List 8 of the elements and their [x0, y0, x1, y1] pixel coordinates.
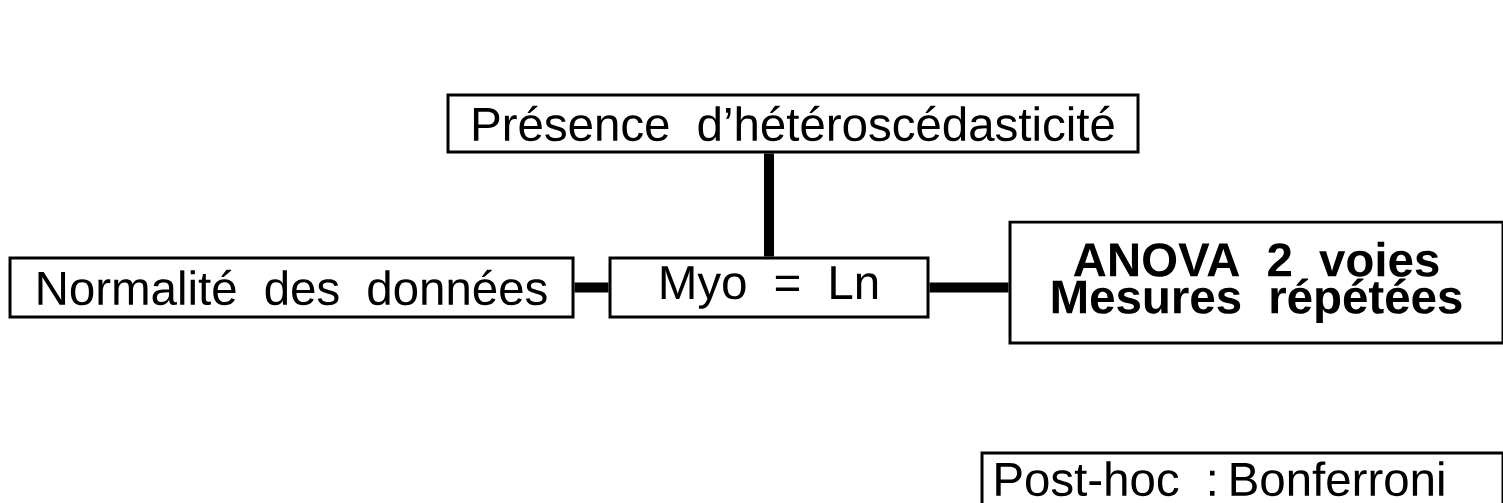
connector-line [764, 153, 774, 257]
process-box: Post-hoc : Bonferroni [980, 451, 1503, 503]
process-box: Myo = Ln [608, 256, 930, 319]
process-box: ANOVA 2 voies Mesures répétées [1008, 220, 1503, 345]
process-box: Présence d’hétéroscédasticité [446, 93, 1140, 154]
process-box: Normalité des données [8, 256, 575, 319]
connector-line [929, 282, 1009, 293]
connector-line [574, 282, 609, 293]
